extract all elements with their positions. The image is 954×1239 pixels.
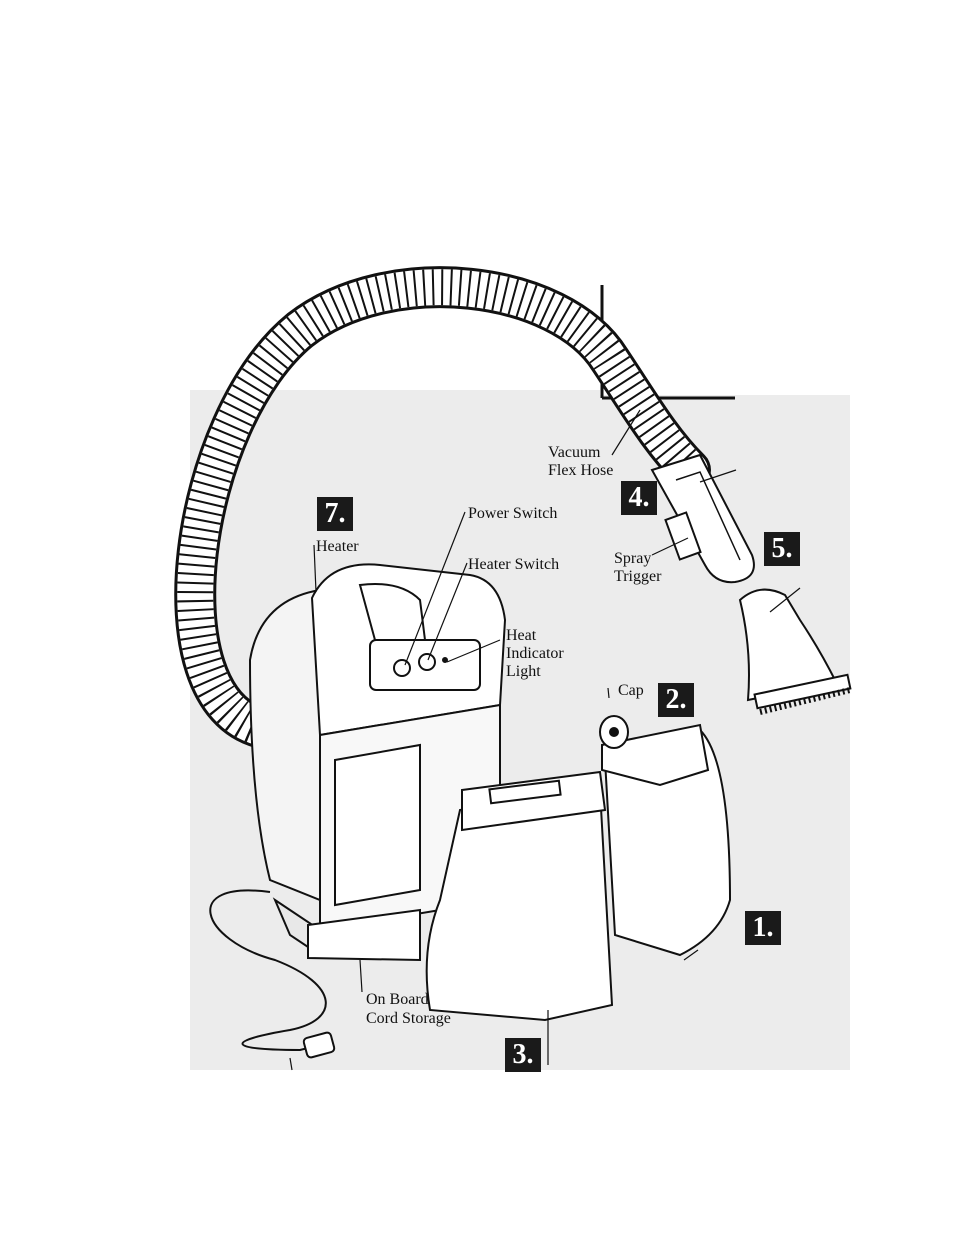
label-heater-switch: Heater Switch	[468, 555, 559, 574]
label-heat-indicator-light-line3: Light	[506, 662, 541, 681]
label-power-switch: Power Switch	[468, 504, 557, 523]
label-heat-indicator-light-line1: Heat	[506, 626, 536, 645]
badge-4: 4.	[621, 481, 657, 515]
label-on-board-cord-storage-line2: Cord Storage	[366, 1009, 451, 1028]
badge-1: 1.	[745, 911, 781, 945]
badge-2: 2.	[658, 683, 694, 717]
label-spray-trigger-line1: Spray	[614, 549, 651, 568]
badge-5: 5.	[764, 532, 800, 566]
badge-3: 3.	[505, 1038, 541, 1072]
badge-7: 7.	[317, 497, 353, 531]
power-switch-knob	[394, 660, 410, 676]
tank-1	[600, 716, 730, 955]
label-heater: Heater	[316, 537, 359, 556]
heater-switch-knob	[419, 654, 435, 670]
label-spray-trigger-line2: Trigger	[614, 567, 661, 586]
label-vacuum-flex-hose-line1: Vacuum	[548, 443, 600, 462]
heat-indicator-dot	[443, 658, 447, 662]
label-cap: Cap	[618, 681, 644, 700]
label-heat-indicator-light-line2: Indicator	[506, 644, 564, 663]
label-vacuum-flex-hose-line2: Flex Hose	[548, 461, 613, 480]
label-on-board-cord-storage-line1: On Board	[366, 990, 429, 1009]
